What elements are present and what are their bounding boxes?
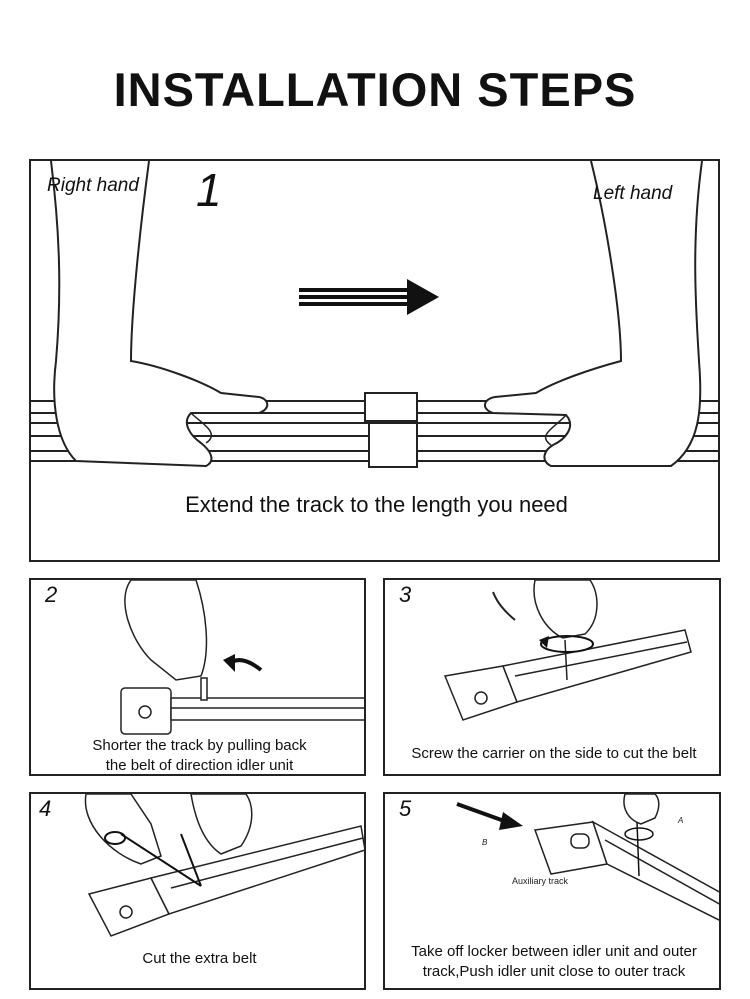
step-5-caption-line-2: track,Push idler unit close to outer tra… <box>422 963 686 980</box>
step-5-caption-line-1: Take off locker between idler unit and o… <box>411 943 697 960</box>
step-1-number: 1 <box>196 164 222 216</box>
step-1-panel: 1 Right hand Left hand Extend the track … <box>29 159 720 562</box>
label-b: B <box>482 838 488 847</box>
step-2-number: 2 <box>45 582 58 607</box>
auxiliary-track-label: Auxiliary track <box>512 876 569 886</box>
step-4-panel: 4 Cut the extra belt <box>29 792 366 990</box>
step-2-caption-line-1: Shorter the track by pulling back <box>92 737 307 754</box>
step-4-caption: Cut the extra belt <box>142 950 257 967</box>
step-4-illustration <box>84 794 364 937</box>
step-3-panel: 3 Screw the carrier on the side to cut t… <box>383 578 721 776</box>
step-1-illustration <box>31 161 718 468</box>
direction-arrow <box>299 279 439 315</box>
step-4-number: 4 <box>39 796 52 821</box>
step-3-illustration <box>443 580 692 721</box>
step-2-illustration <box>120 580 364 735</box>
step-3-number: 3 <box>399 582 412 607</box>
step-1-caption: Extend the track to the length you need <box>185 492 568 517</box>
right-hand-label: Right hand <box>47 175 139 196</box>
push-arrow <box>456 802 523 830</box>
step-5-illustration <box>456 794 719 921</box>
step-5-panel: 5 A B Auxiliary track Take off locker be… <box>383 792 721 990</box>
scissors-icon <box>104 831 202 887</box>
step-5-number: 5 <box>399 796 412 821</box>
left-hand-label: Left hand <box>593 183 673 204</box>
label-a: A <box>678 816 684 825</box>
step-2-caption-line-2: the belt of direction idler unit <box>105 757 294 774</box>
step-3-caption: Screw the carrier on the side to cut the… <box>411 745 697 762</box>
step-2-panel: 2 Shorter the track by pulling back the … <box>29 578 366 776</box>
page-title: INSTALLATION STEPS <box>113 63 637 116</box>
